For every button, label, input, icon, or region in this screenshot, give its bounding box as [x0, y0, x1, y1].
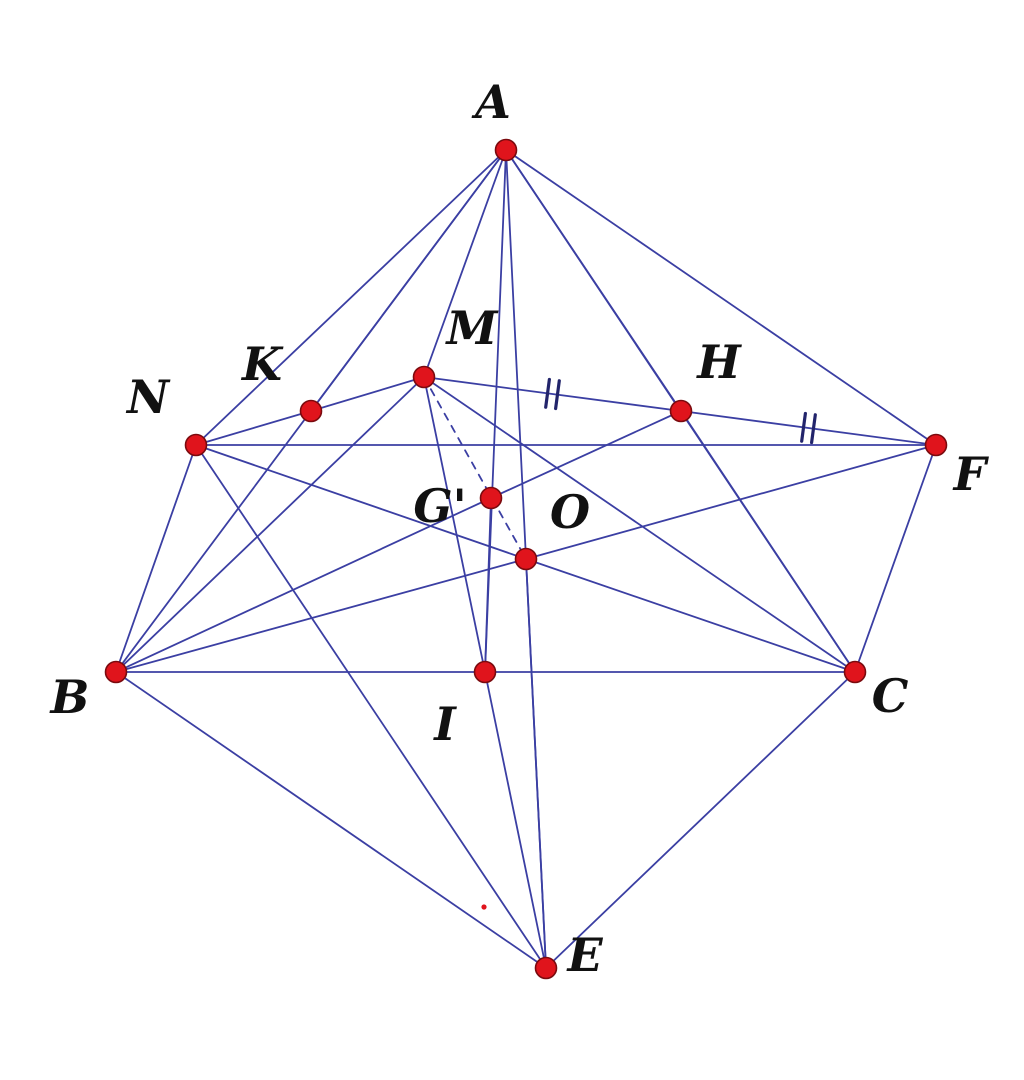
label-b: B: [49, 670, 90, 724]
label-m: M: [445, 301, 500, 355]
segment-hc: [680, 410, 856, 673]
segment-mb: [115, 376, 425, 673]
segment-gi: [484, 497, 492, 673]
label-e: E: [565, 928, 603, 982]
tick-mark-hf: [800, 411, 817, 445]
segment-ie: [484, 671, 547, 969]
segment-ob: [115, 558, 527, 673]
stray-dot: [481, 904, 487, 910]
segment-hg: [490, 410, 682, 499]
point-k: [299, 399, 323, 423]
equal-length-marks: [544, 377, 817, 445]
point-i: [473, 660, 497, 684]
label-h: H: [695, 335, 742, 389]
segment-an: [195, 149, 507, 446]
point-c: [843, 660, 867, 684]
segment-km: [310, 376, 425, 412]
segment-mi: [423, 376, 486, 673]
point-n: [184, 433, 208, 457]
segment-hf: [680, 410, 937, 446]
point-a: [494, 138, 518, 162]
segment-fo: [525, 444, 937, 560]
segment-mh: [423, 376, 682, 412]
segment-nb: [115, 444, 197, 673]
segment-oe: [525, 558, 547, 969]
point-h: [669, 399, 693, 423]
segment-nk: [195, 410, 312, 446]
label-a: A: [471, 75, 511, 129]
points-layer: A N K M H F G' O B I C E: [49, 75, 990, 982]
label-k: K: [240, 337, 284, 391]
point-m: [412, 365, 436, 389]
segment-oc: [525, 558, 856, 673]
segment-am: [423, 149, 507, 378]
label-c: C: [872, 669, 909, 723]
segments-layer: [115, 149, 937, 969]
dashed-segment-mo: [423, 376, 527, 560]
point-e: [534, 956, 558, 980]
segment-gb: [115, 497, 492, 673]
tick-mark-mh: [544, 377, 561, 411]
segment-no: [195, 444, 527, 560]
segment-af: [505, 149, 937, 446]
point-b: [104, 660, 128, 684]
segment-mc: [423, 376, 856, 673]
label-f: F: [952, 447, 990, 501]
label-o: O: [550, 485, 590, 539]
segment-fc: [854, 444, 937, 673]
label-i: I: [432, 697, 457, 751]
point-f: [924, 433, 948, 457]
label-g: G': [413, 479, 466, 533]
segment-ce: [545, 671, 856, 969]
segment-be: [115, 671, 547, 969]
segment-ne: [195, 444, 547, 969]
point-o: [514, 547, 538, 571]
point-g: [479, 486, 503, 510]
label-n: N: [125, 370, 171, 424]
